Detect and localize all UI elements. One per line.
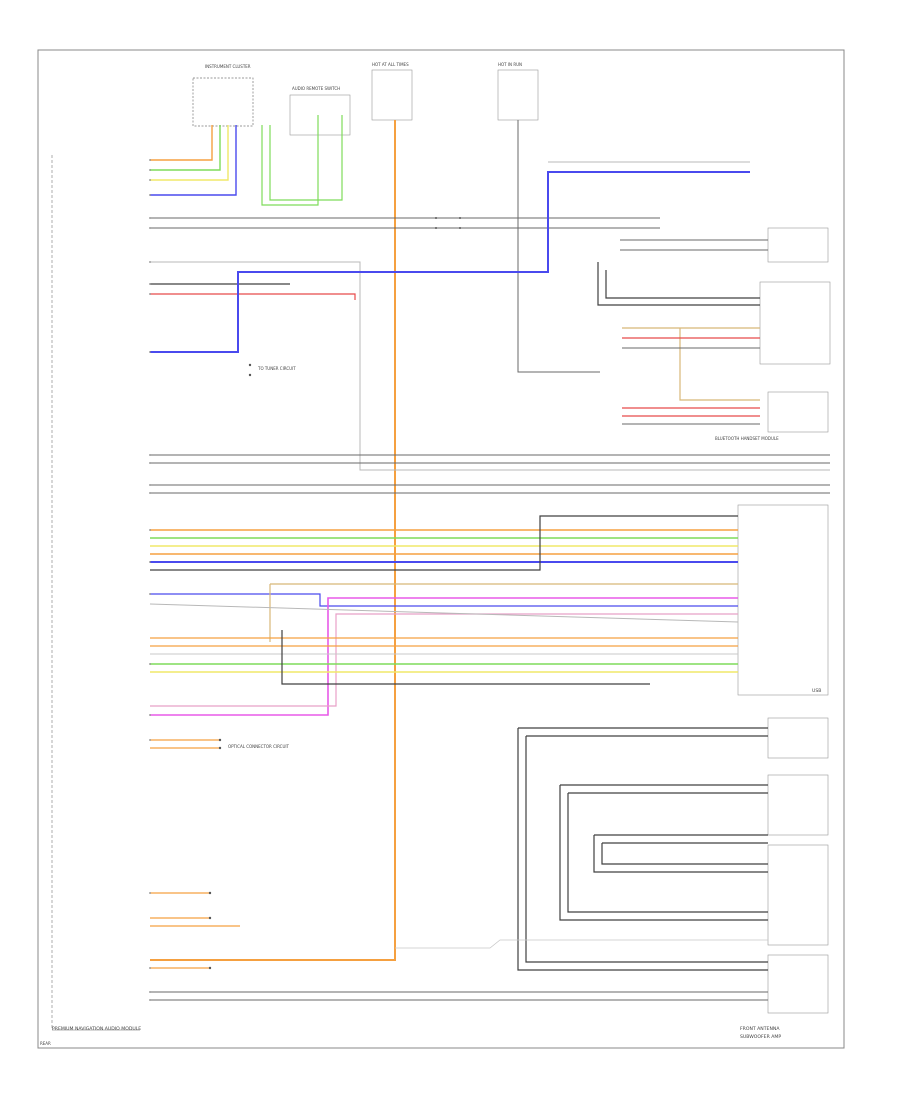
- aux-pink: [150, 613, 738, 707]
- rl-gray-1: [517, 727, 768, 971]
- satellite-module-box: [759, 281, 831, 365]
- audio-remote-switch-box: [289, 94, 351, 136]
- audio-remote-switch-label: AUDIO REMOTE SWITCH: [292, 86, 340, 91]
- tuner-circuit-label: TO TUNER CIRCUIT: [257, 366, 296, 371]
- switch-green-b: [269, 115, 343, 201]
- rl-gray-6: [601, 842, 768, 865]
- fuse-right-box: [497, 69, 539, 121]
- rl-gray-3: [559, 784, 768, 921]
- lower-right-caption-line2: SUBWOOFER AMP: [740, 1034, 781, 1040]
- junction-dots: [208, 217, 461, 970]
- fuse-left-box: [371, 69, 413, 121]
- lower-right-caption-line1: FRONT ANTENNA: [740, 1026, 780, 1032]
- antenna-module-box: [767, 227, 829, 263]
- aux-tan: [269, 583, 738, 642]
- cluster-green: [150, 125, 221, 171]
- fuse-left-label: HOT AT ALL TIMES: [372, 62, 409, 67]
- wire-light-1: [150, 261, 830, 471]
- instrument-cluster-box: [192, 77, 254, 127]
- sat-red-2: [622, 407, 760, 417]
- switch-green-a: [261, 115, 319, 206]
- lower-amp-box: [767, 954, 829, 1014]
- usb-caption: USB: [812, 688, 821, 694]
- rl-light: [395, 939, 768, 949]
- subwoofer-box: [767, 774, 829, 836]
- usb-dark: [150, 515, 738, 571]
- corner-note: REAR: [40, 1041, 51, 1046]
- rl-gray-5: [593, 834, 768, 873]
- wire-red: [150, 293, 356, 300]
- cluster-yellow: [150, 125, 229, 181]
- cluster-blue: [150, 125, 237, 196]
- aux-dark: [281, 630, 650, 685]
- cluster-orange: [150, 125, 213, 161]
- left-module-label: PREMIUM NAVIGATION AUDIO MODULE: [52, 1026, 141, 1032]
- wire-blue-long: [150, 171, 750, 353]
- sat-loop: [597, 262, 760, 306]
- aux-magenta: [150, 597, 738, 716]
- orange-feed: [150, 120, 396, 961]
- optical-circuit-label: OPTICAL CONNECTOR CIRCUIT: [228, 744, 290, 749]
- bluetooth-module-label: BLUETOOTH HANDSET MODULE: [715, 436, 779, 441]
- rl-gray-4: [567, 792, 768, 913]
- diagram-frame: [37, 49, 845, 1049]
- aux-blue: [150, 593, 738, 607]
- instrument-cluster-label: INSTRUMENT CLUSTER: [205, 64, 251, 69]
- sat-gray: [622, 347, 760, 425]
- front-antenna-box: [767, 717, 829, 759]
- usb-module-box: [737, 504, 829, 696]
- gray-feed: [517, 120, 600, 373]
- aux-light-1: [149, 603, 739, 623]
- bluetooth-module-box: [767, 391, 829, 433]
- sat-tan: [622, 327, 760, 401]
- fuse-right-label: HOT IN RUN: [498, 62, 522, 67]
- left-connector-pins: [149, 159, 151, 1001]
- rl-gray-2: [525, 735, 768, 963]
- amp-box: [767, 844, 829, 946]
